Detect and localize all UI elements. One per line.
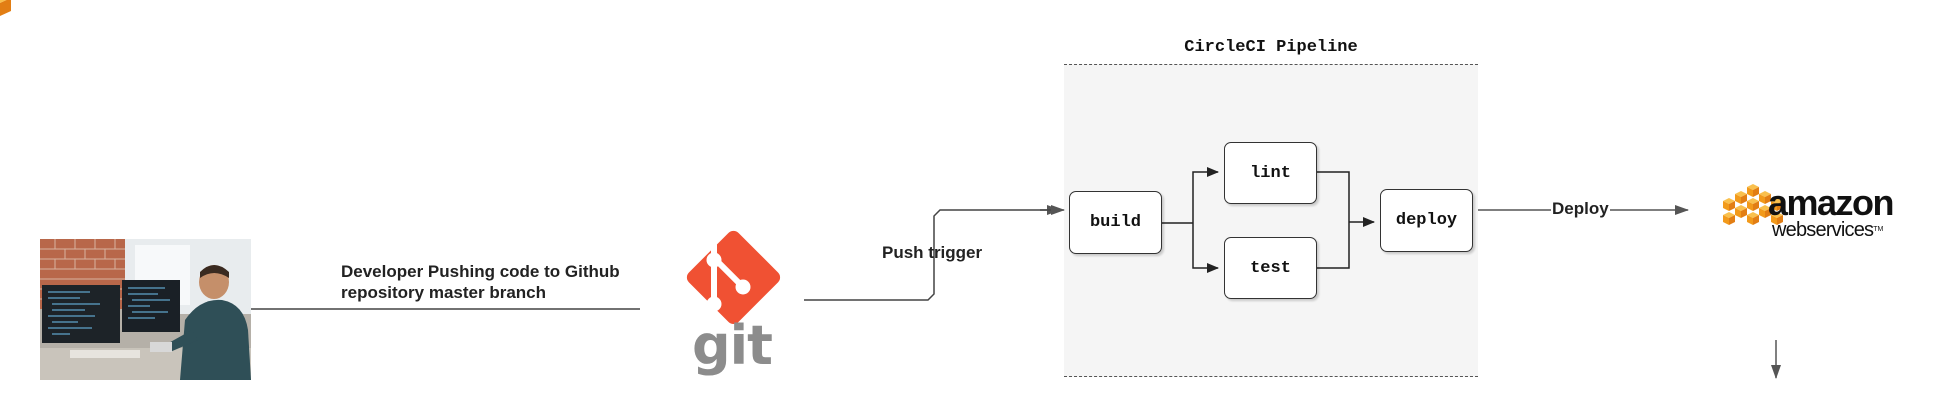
stage-test-label: test <box>1250 258 1291 278</box>
stage-lint[interactable]: lint <box>1224 142 1317 204</box>
stage-lint-label: lint <box>1250 163 1291 183</box>
stage-build-label: build <box>1089 213 1141 232</box>
aws-cube <box>1735 205 1747 218</box>
stage-build[interactable]: build <box>1069 191 1162 254</box>
stage-deploy[interactable]: deploy <box>1380 189 1473 252</box>
deploy-edge-label: Deploy <box>1551 198 1610 219</box>
developer-push-label-line1: Developer Pushing code to Github <box>341 262 620 281</box>
aws-cube <box>1747 212 1759 225</box>
aws-cube <box>1735 191 1747 204</box>
git-wordmark: git <box>692 314 773 377</box>
push-trigger-edge <box>804 205 1061 301</box>
aws-subtext: webservicesTM <box>1772 220 1883 240</box>
aws-cube <box>1747 198 1759 211</box>
pipeline-title: CircleCI Pipeline <box>1184 38 1358 57</box>
developer-push-label: Developer Pushing code to Github reposit… <box>341 261 620 303</box>
aws-cubes <box>1723 184 1783 225</box>
aws-cube <box>1771 212 1783 225</box>
developer-photo <box>40 239 251 380</box>
aws-cube <box>1759 205 1771 218</box>
aws-cubes-icon <box>0 0 11 16</box>
build-to-test-arrow <box>1192 223 1219 273</box>
aws-cube <box>1771 198 1783 211</box>
stage-test[interactable]: test <box>1224 237 1317 299</box>
push-trigger-label: Push trigger <box>882 243 983 262</box>
stage-deploy-label: deploy <box>1395 211 1458 230</box>
lint-test-merge <box>1316 171 1350 269</box>
aws-subtext-text: webservices <box>1772 219 1874 241</box>
aws-cube <box>1747 184 1759 197</box>
aws-cube <box>1723 198 1735 211</box>
aws-cube <box>1723 212 1735 225</box>
build-to-lint-arrow <box>1192 167 1219 223</box>
aws-trademark: TM <box>1873 226 1884 233</box>
developer-push-label-line2: repository master branch <box>341 283 547 302</box>
aws-wordmark: amazon <box>1768 182 1895 223</box>
aws-cube <box>1759 191 1771 204</box>
git-logo <box>640 222 800 380</box>
aws-logo: amazon webservicesTM <box>1722 180 1897 244</box>
